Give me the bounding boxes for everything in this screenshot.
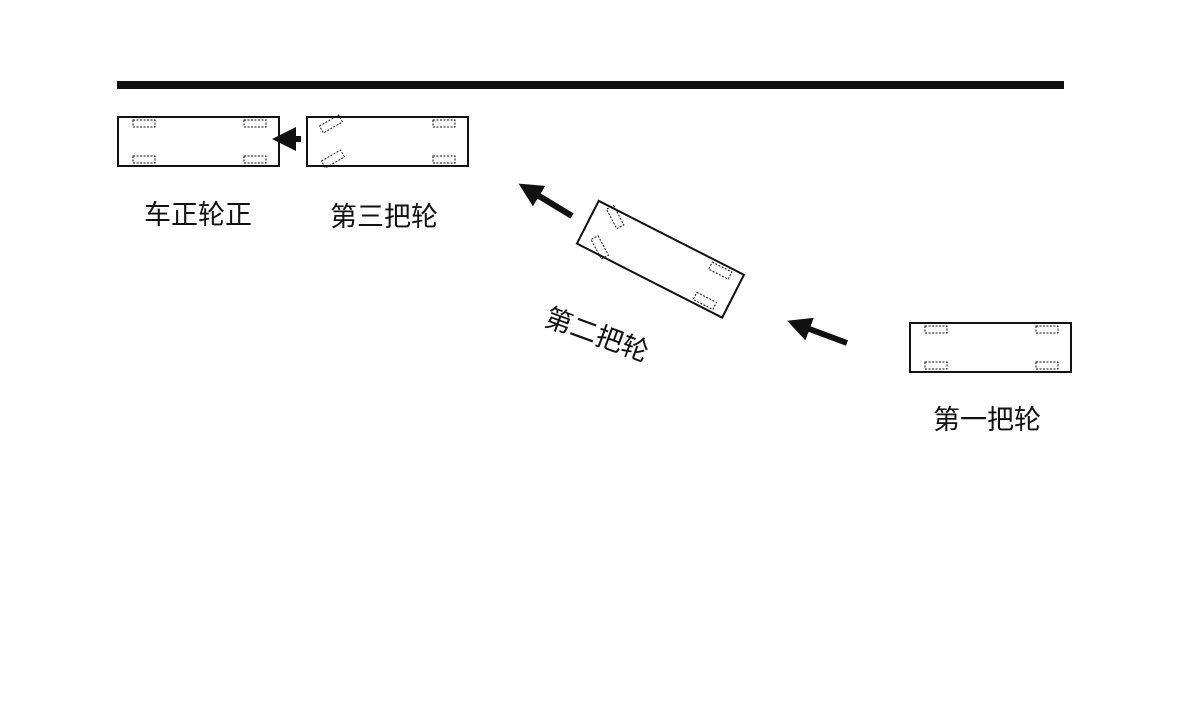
car-straight: [117, 116, 280, 167]
arrow-up-left-1: [518, 183, 574, 219]
car-first-turn: [909, 322, 1072, 373]
car-third-turn: [306, 114, 469, 169]
label-stage3: 第三把轮: [330, 202, 438, 233]
wheels: [132, 119, 267, 164]
wheels: [318, 114, 456, 169]
top-rule: [117, 81, 1064, 89]
arrow-up-left-2: [787, 317, 849, 346]
label-stage2: 第二把轮: [541, 302, 653, 368]
label-stage1: 第一把轮: [933, 405, 1041, 436]
wheels: [924, 325, 1059, 370]
car-second-turn: [575, 199, 746, 319]
label-stage4: 车正轮正: [144, 200, 252, 231]
